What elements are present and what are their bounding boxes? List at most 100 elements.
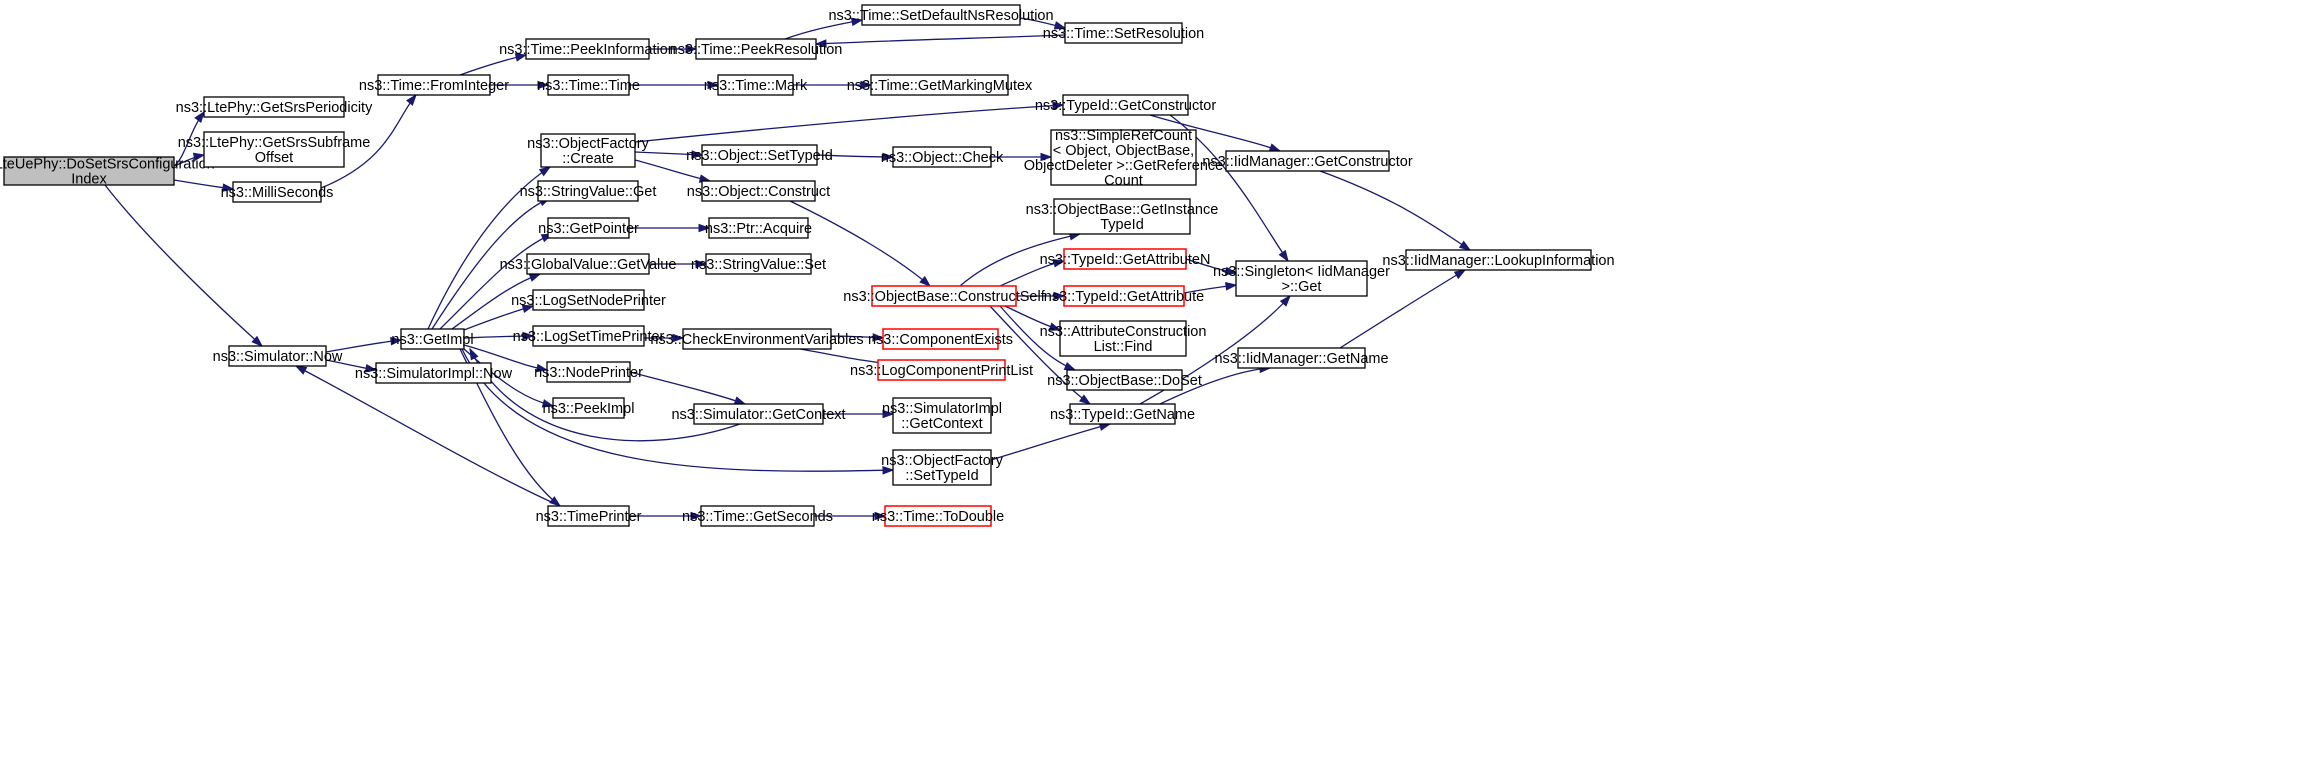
node-objFactorySetTypeId[interactable]: ns3::ObjectFactory::SetTypeId [881,449,1004,486]
node-getImpl[interactable]: ns3::GetImpl [391,328,474,350]
edge-peekResolution-to-setDefaultNs [784,17,864,40]
node-label: ns3::Time::FromInteger [359,78,509,94]
node-timeToDouble[interactable]: ns3::Time::ToDouble [872,505,1004,527]
node-typeIdGetAttribute[interactable]: ns3::TypeId::GetAttribute [1044,285,1204,307]
node-box [532,325,645,347]
edge-simNow-to-getImpl [325,336,403,353]
node-setDefaultNs[interactable]: ns3::Time::SetDefaultNsResolution [828,4,1054,26]
node-stringValueGet[interactable]: ns3::StringValue::Get [520,180,657,202]
node-label: ns3::ObjectBase::ConstructSelf [843,289,1045,305]
node-stringValueSet[interactable]: ns3::StringValue::Set [691,253,826,275]
node-box [547,217,630,239]
node-nodePrinter[interactable]: ns3::NodePrinter [534,361,643,383]
node-timeTime[interactable]: ns3::Time::Time [537,74,640,96]
node-objFactoryCreate[interactable]: ns3::ObjectFactory::Create [527,133,650,168]
node-simGetContext[interactable]: ns3::Simulator::GetContext [671,403,846,425]
edge-simGetContext-to-getImpl [469,347,741,442]
node-label: ns3::StringValue::Set [691,257,826,273]
edge-arrowhead [685,44,698,54]
node-getSrsPeriodicity[interactable]: ns3::LtePhy::GetSrsPeriodicity [176,96,373,118]
node-box [526,253,650,275]
node-objBaseConstructSelf[interactable]: ns3::ObjectBase::ConstructSelf [843,285,1046,307]
node-typeIdGetName[interactable]: ns3::TypeId::GetName [1050,403,1195,425]
node-box [1066,369,1183,391]
node-label: ns3::LteUePhy::DoSetSrsConfiguration [0,157,215,173]
edge-arrowhead [672,333,685,343]
node-logSetNodePrinter[interactable]: ns3::LogSetNodePrinter [511,289,666,311]
node-peekInformation[interactable]: ns3::Time::PeekInformation [499,38,676,60]
node-timeMark[interactable]: ns3::Time::Mark [704,74,808,96]
node-label: ns3::ObjectBase::GetInstance [1026,202,1219,218]
node-iidGetConstructor[interactable]: ns3::IidManager::GetConstructor [1202,150,1413,172]
node-label: ns3::IidManager::GetName [1214,351,1388,367]
node-peekResolution[interactable]: ns3::Time::PeekResolution [670,38,843,60]
node-label: Offset [255,150,293,166]
node-label: ns3::Time::PeekInformation [499,42,676,58]
node-label: ns3::GetPointer [538,221,639,237]
node-ptrAcquire[interactable]: ns3::Ptr::Acquire [705,217,812,239]
node-objSetTypeId[interactable]: ns3::Object::SetTypeId [686,144,833,166]
edge-arrowhead [1063,362,1077,371]
node-iidLookupInformation[interactable]: ns3::IidManager::LookupInformation [1382,249,1615,271]
node-checkEnvVars[interactable]: ns3::CheckEnvironmentVariables [650,328,864,350]
edge-line [815,34,1066,45]
edge-arrowhead [294,365,308,375]
node-objCheck[interactable]: ns3::Object::Check [881,146,1004,168]
edge-arrowhead [707,80,720,90]
node-label: TypeId [1100,217,1144,233]
edge-objSetTypeId-to-objCheck [816,152,895,162]
node-root[interactable]: ns3::LteUePhy::DoSetSrsConfigurationInde… [0,156,215,188]
node-box [228,345,327,367]
node-globalValueGetValue[interactable]: ns3::GlobalValue::GetValue [500,253,677,275]
node-box [203,96,345,118]
node-simImplGetContext[interactable]: ns3::SimulatorImpl::GetContext [882,397,1002,434]
edge-line [629,371,746,405]
node-simImplNow[interactable]: ns3::SimulatorImpl::Now [355,362,513,384]
edge-arrowhead [528,273,542,282]
node-objConstruct[interactable]: ns3::Object::Construct [687,180,830,202]
edge-simNow-to-simImplNow [325,359,378,373]
node-box [232,181,322,203]
edge-root-to-getSrsSubframeOffset [173,152,206,167]
node-iidGetName[interactable]: ns3::IidManager::GetName [1214,347,1389,369]
node-label: ns3::Ptr::Acquire [705,221,812,237]
edge-objCheck-to-simpleRefCount [991,152,1053,162]
edge-arrowhead [222,183,235,192]
edge-checkEnvVars-to-componentExists [830,333,885,342]
node-box [882,328,999,350]
node-simNow[interactable]: ns3::Simulator::Now [213,345,343,367]
node-logSetTimePrinter[interactable]: ns3::LogSetTimePrinter [513,325,665,347]
node-typeIdGetAttributeN[interactable]: ns3::TypeId::GetAttributeN [1040,248,1211,270]
edge-objBaseConstructSelf-to-typeIdGetAttribute [1016,291,1066,301]
node-typeIdGetConstructor[interactable]: ns3::TypeId::GetConstructor [1035,94,1217,116]
node-milliSeconds[interactable]: ns3::MilliSeconds [221,181,334,203]
node-timePrinter[interactable]: ns3::TimePrinter [536,505,642,527]
edge-arrowhead [882,409,895,419]
node-label: ns3::Time::PeekResolution [670,42,843,58]
node-label: ns3::LtePhy::GetSrsSubframe [178,135,371,151]
node-label: ns3::LogComponentPrintList [850,363,1033,379]
node-objBaseDoSet[interactable]: ns3::ObjectBase::DoSet [1047,369,1202,391]
edge-getImpl-to-objFactoryCreate [427,166,552,330]
node-box [3,156,175,186]
node-getPointer[interactable]: ns3::GetPointer [538,217,639,239]
node-singletonGet[interactable]: ns3::Singleton< IidManager>::Get [1213,260,1390,297]
node-fromInteger[interactable]: ns3::Time::FromInteger [359,74,509,96]
node-setResolution[interactable]: ns3::Time::SetResolution [1043,22,1204,44]
node-componentExists[interactable]: ns3::ComponentExists [868,328,1013,350]
node-label: ns3::TypeId::GetName [1050,407,1195,423]
node-peekImpl[interactable]: ns3::PeekImpl [543,397,635,419]
node-logComponentPrintList[interactable]: ns3::LogComponentPrintList [850,359,1033,381]
node-label: ns3::SimulatorImpl [882,401,1002,417]
node-label: ns3::Time::GetMarkingMutex [847,78,1033,94]
node-label: ns3::Time::SetResolution [1043,26,1204,42]
edge-getPointer-to-ptrAcquire [629,223,711,233]
node-simpleRefCount[interactable]: ns3::SimpleRefCount< Object, ObjectBase,… [1024,128,1223,189]
node-box [552,397,625,419]
node-label: ns3::TypeId::GetAttributeN [1040,252,1211,268]
node-getMarkingMutex[interactable]: ns3::Time::GetMarkingMutex [847,74,1033,96]
node-timeGetSeconds[interactable]: ns3::Time::GetSeconds [682,505,833,527]
